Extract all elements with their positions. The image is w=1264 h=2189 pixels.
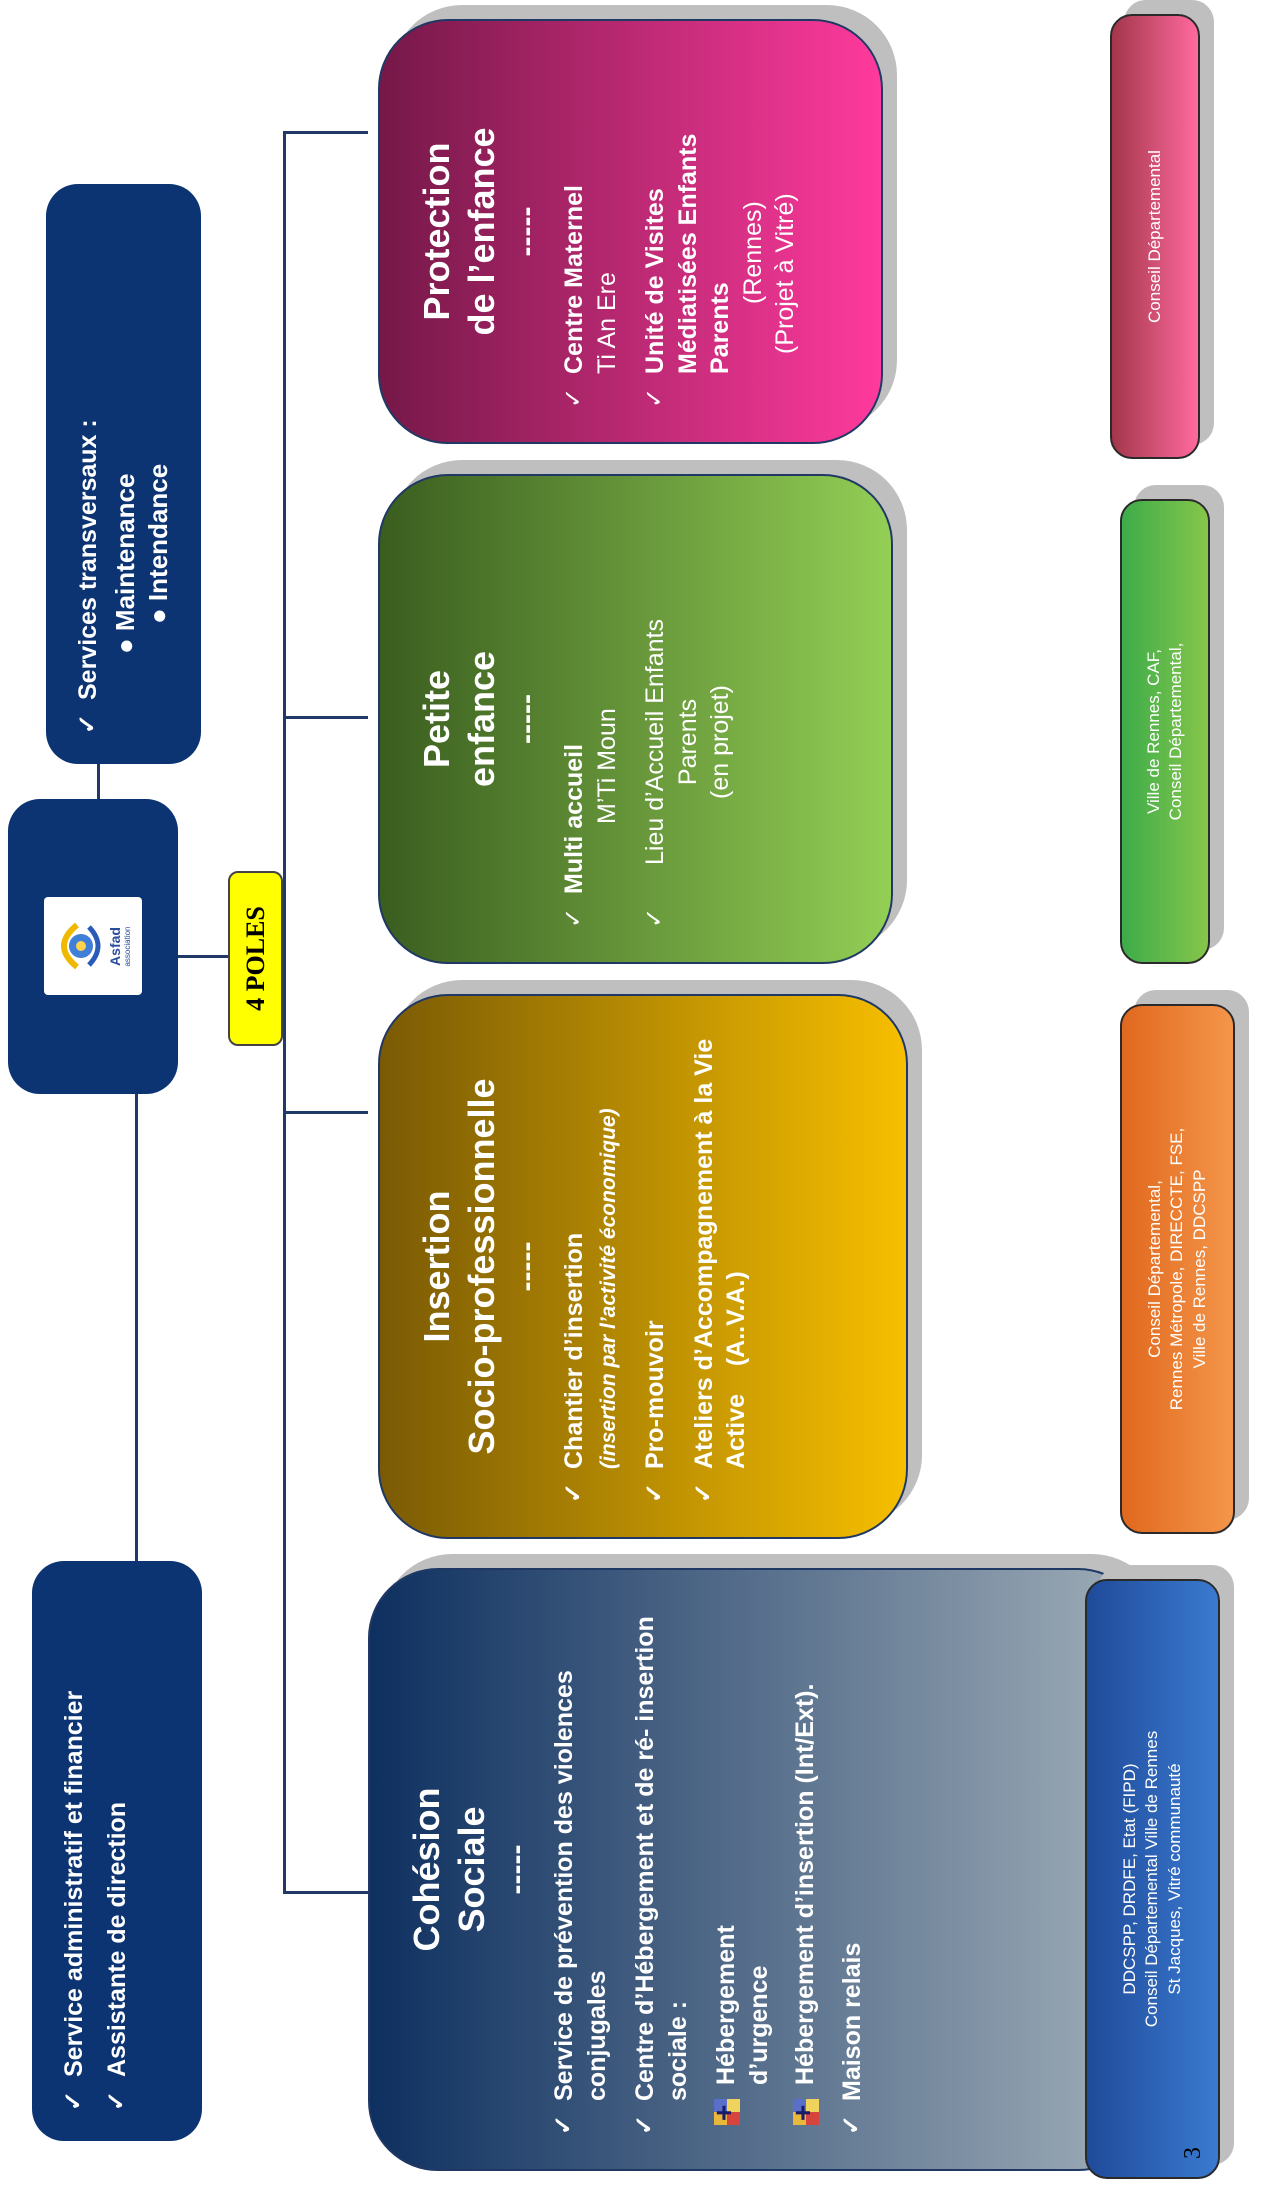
drop-protection [283,131,368,134]
pole-cohesion-sociale: Cohésion Sociale ----- ✓ Service de prév… [368,1568,1148,2171]
transversal-item-1: ● Maintenance [109,473,140,654]
funders-petite-enfance: Ville de Rennes, CAF, Conseil Départemen… [1120,499,1210,964]
pole-item: ✓ Lieu d’Accueil Enfants Parents (en pro… [641,619,734,928]
funders-insertion: Conseil Départemental, Rennes Métropole,… [1120,1004,1235,1534]
pole-subitem: + Hébergement d’insertion (Int/Ext). [787,1604,822,2125]
check-icon: ✓ [102,2090,130,2111]
check-icon: ✓ [689,1482,717,1503]
drop-petite [283,716,368,719]
poles-bus [283,134,286,1894]
check-icon: ✓ [631,2114,658,2135]
pole-separator: ----- [510,1241,543,1292]
pole-item: ✓ Ateliers d’Accompagnement à la Vie Act… [689,1032,751,1503]
pole-separator: ----- [510,694,543,744]
check-icon: ✓ [60,2090,87,2111]
drop-insertion [283,1111,368,1114]
check-icon: ✓ [550,2114,577,2135]
hospital-bullet-icon: + [708,2099,740,2125]
pole-item: ✓ Centre d’Hébergement et de ré- inserti… [631,1616,692,2135]
page-number: 3 [1180,2147,1206,2159]
connector-transversal [97,764,100,799]
pole-item: ✓ Multi accueil M’Ti Moun [560,708,621,928]
check-icon: ✓ [560,907,587,928]
check-icon: ✓ [837,2114,865,2135]
pole-separator: ----- [500,1844,533,1895]
connector-logo-down [178,955,230,958]
pole-title: Cohésion Sociale [406,1787,492,1952]
drop-cohesion [283,1891,368,1894]
check-icon: ✓ [560,1482,587,1503]
transversal-title: ✓ Services transversaux : [74,419,102,734]
check-icon: ✓ [641,907,668,928]
transversal-item-2: ● Intendance [143,463,174,624]
pole-protection-enfance: Protection de l’enfance ----- ✓ Centre M… [378,19,883,444]
pole-insertion-socio-professionnelle: Insertion Socio-professionnelle ----- ✓ … [378,994,908,1539]
funders-cohesion: DDCSPP, DRDFE, Etat (FIPD) Conseil Dépar… [1085,1579,1220,2179]
admin-services-box: ✓ Service administratif et financier ✓ A… [32,1561,202,2141]
pole-title: Petite enfance [416,650,502,788]
pole-item: ✓ Chantier d’insertion (insertion par l’… [560,1108,620,1503]
check-icon: ✓ [641,387,668,408]
funders-protection: Conseil Départemental [1110,14,1200,459]
check-icon: ✓ [560,387,587,408]
hospital-bullet-icon: + [787,2099,819,2125]
pole-separator: ----- [510,206,543,257]
asfad-logo: Asfad association [44,897,142,996]
pole-title: Protection de l’enfance [416,127,502,336]
check-icon: ✓ [641,1482,668,1503]
pole-item: ✓ Pro-mouvoir [641,1320,669,1503]
association-logo-box: Asfad association [8,799,178,1094]
pole-subitem: + Hébergement d’urgence [708,1604,775,2125]
asfad-logo-icon [60,923,100,970]
check-icon: ✓ [74,713,101,734]
pole-petite-enfance: Petite enfance ----- ✓ Multi accueil M’T… [378,474,893,964]
admin-item-2: ✓ Assistante de direction [102,1801,131,2111]
admin-item-1: ✓ Service administratif et financier [60,1690,88,2111]
pole-item: ✓ Unité de Visites Médiatisées Enfants P… [641,133,799,408]
poles-label: 4 POLES [228,871,283,1046]
pole-title: Insertion Socio-professionnelle [416,1078,502,1455]
pole-item: ✓ Maison relais [837,1942,866,2135]
connector-admin [135,1094,138,1561]
transversal-services-box: ✓ Services transversaux : ● Maintenance … [46,184,201,764]
pole-item: ✓ Centre Maternel Ti An Ere [560,185,621,408]
pole-item: ✓ Service de prévention des violences co… [550,1670,611,2135]
